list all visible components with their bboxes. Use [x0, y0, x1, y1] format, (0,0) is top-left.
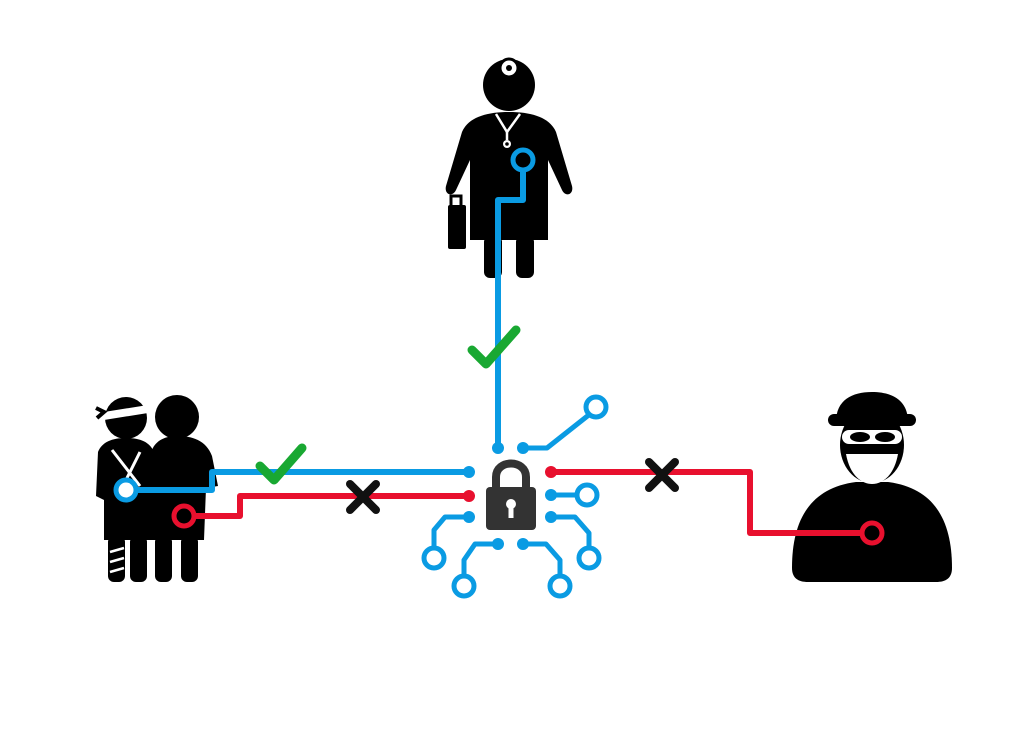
circuit-trace [461, 541, 501, 579]
connection-intruder-denied [545, 466, 885, 546]
circuit-node [451, 573, 477, 599]
circuit-trace [520, 541, 563, 579]
circuit-node [583, 394, 609, 420]
circuit-trace [520, 411, 593, 451]
circuit-node [576, 545, 602, 571]
connection-patient-allowed [113, 466, 475, 503]
circuit-trace [548, 514, 592, 551]
burglar-icon [792, 392, 952, 582]
circuit-trace [431, 514, 472, 551]
doctor-icon [445, 57, 573, 278]
cross-icon [346, 480, 380, 514]
circuit-node [547, 573, 573, 599]
cross-icon [645, 458, 679, 492]
circuit-node [421, 545, 447, 571]
circuit-node [574, 482, 600, 508]
check-icon [255, 443, 307, 485]
check-icon [467, 325, 521, 369]
connection-doctor-allowed [495, 147, 536, 448]
circuit-hub [421, 394, 609, 599]
connection-family-denied [171, 490, 475, 529]
padlock-icon [486, 459, 536, 530]
